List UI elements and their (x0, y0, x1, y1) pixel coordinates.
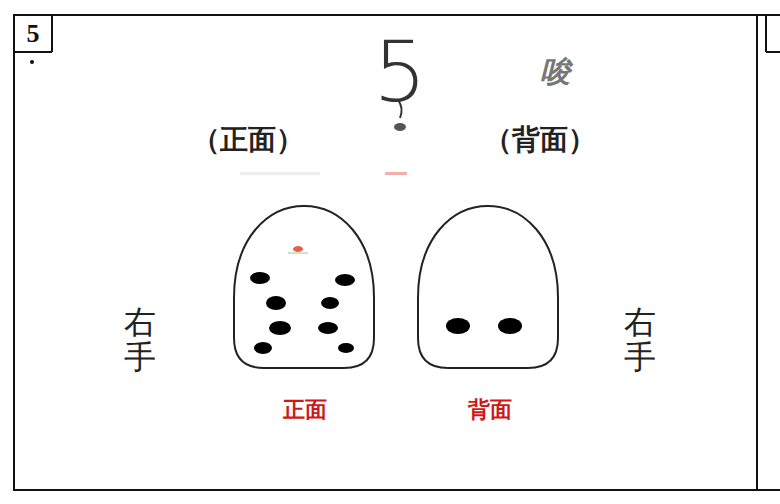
print-dot (250, 272, 270, 284)
print-dot (318, 322, 338, 334)
red-mark (293, 246, 303, 252)
fingertip-path (234, 206, 374, 368)
print-dot (266, 296, 286, 310)
frame-border (14, 15, 757, 490)
print-dot (254, 342, 272, 354)
print-dot (269, 321, 291, 335)
fingertip-shape (228, 203, 380, 371)
faint-mark (385, 172, 407, 175)
side-caption: 正面 (283, 395, 327, 425)
frame-line (51, 15, 53, 52)
print-dot (498, 318, 522, 334)
hand-label: 右手 (624, 305, 656, 375)
print-dot (335, 274, 355, 286)
faint-mark (240, 172, 320, 175)
fingertip-outline (228, 203, 380, 371)
frame-line (766, 51, 780, 53)
number-box: 5 (15, 16, 51, 52)
print-dot (446, 318, 470, 334)
frame-line (765, 15, 767, 52)
fingertip-path (418, 206, 558, 368)
dot-mark (30, 60, 34, 64)
pen-dot (394, 123, 406, 131)
view-heading: （背面） (484, 126, 596, 154)
red-mark-line (288, 253, 308, 254)
side-caption: 背面 (468, 395, 512, 425)
print-dot (321, 297, 339, 309)
frame-line (14, 51, 52, 53)
hand-label: 右手 (124, 305, 156, 375)
view-heading: （正面） (192, 126, 304, 154)
frame-line (757, 14, 780, 16)
frame-line (757, 489, 780, 491)
print-dot (338, 343, 354, 353)
fingertip-outline (412, 203, 564, 371)
note-char: 唆 (540, 57, 570, 87)
handwritten-number: 5 (373, 30, 426, 114)
number-label: 5 (27, 19, 40, 49)
fingertip-shape (412, 203, 564, 371)
